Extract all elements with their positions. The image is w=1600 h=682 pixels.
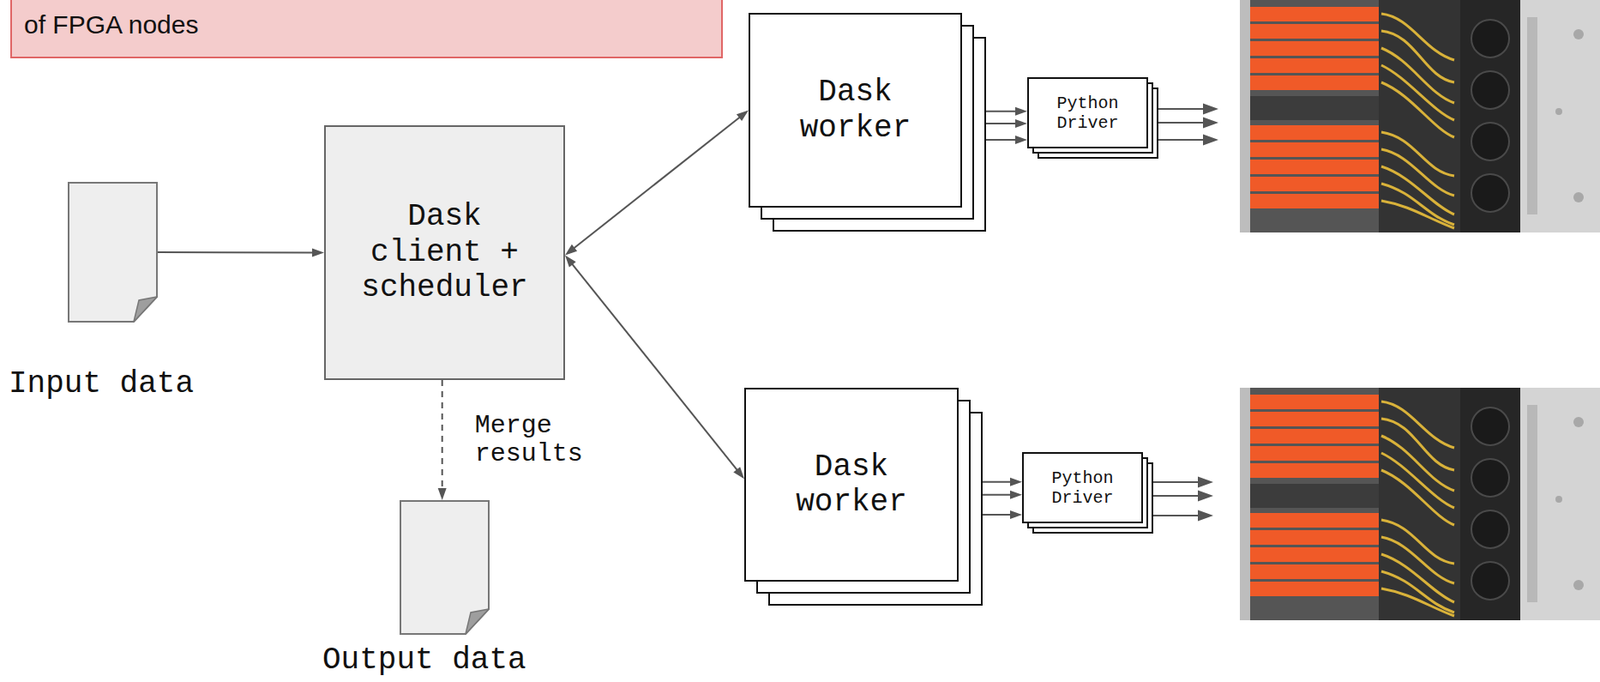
- input-document: Input data: [67, 181, 158, 323]
- document-label: Output data: [322, 644, 527, 676]
- connector: [565, 254, 745, 479]
- connector: [565, 110, 749, 256]
- connector: [157, 247, 325, 257]
- scheduler-box: Dask client + scheduler: [324, 125, 566, 380]
- worker-box: Dask worker: [744, 387, 959, 582]
- connector: [438, 379, 447, 500]
- box-label: Dask worker: [795, 74, 916, 146]
- document-icon: [67, 181, 158, 323]
- box-label: Dask client + scheduler: [359, 198, 531, 306]
- edge-label: Merge results: [475, 411, 596, 469]
- driver-box: Python Driver: [1027, 77, 1149, 149]
- fpga-server-photo: [1239, 387, 1600, 620]
- document-label: Input data: [8, 368, 194, 400]
- driver-to-fpga-arrows: [1142, 104, 1216, 520]
- box-label: Python Driver: [1053, 93, 1123, 133]
- box-label: Python Driver: [1048, 468, 1118, 508]
- banner-text: of FPGA nodes: [24, 10, 710, 41]
- worker-box: Dask worker: [748, 12, 963, 208]
- document-icon: [399, 499, 490, 635]
- connector: [958, 477, 1023, 519]
- fpga-server-photo: [1239, 0, 1600, 233]
- connector: [962, 107, 1028, 145]
- driver-box: Python Driver: [1022, 451, 1143, 524]
- box-label: Dask worker: [791, 449, 912, 521]
- output-document: Output data: [399, 499, 490, 635]
- title-banner: of FPGA nodes: [10, 0, 723, 59]
